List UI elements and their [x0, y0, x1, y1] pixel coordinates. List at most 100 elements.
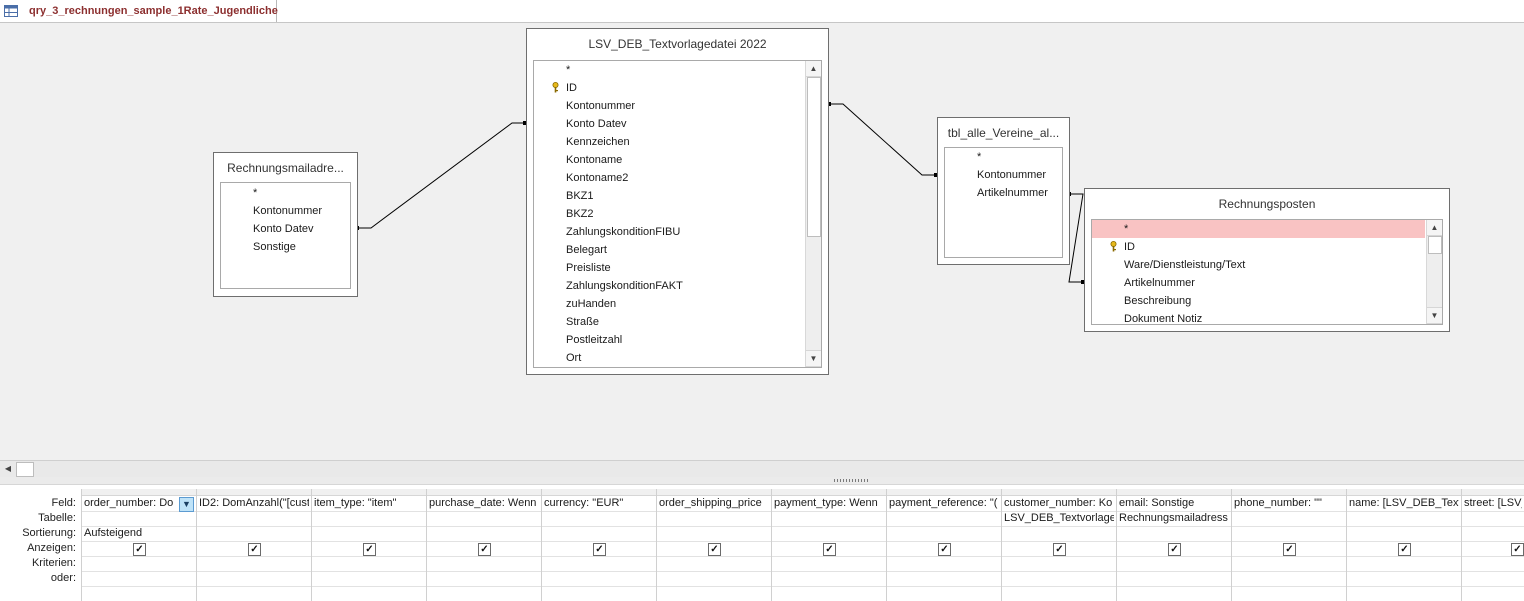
table-tbl-alle-vereine[interactable]: tbl_alle_Vereine_al... * Kontonummer Art… — [937, 117, 1070, 265]
cell-sortierung[interactable] — [774, 526, 884, 541]
field-item[interactable]: Kontonummer — [977, 169, 1047, 181]
field-item[interactable]: Konto Datev — [253, 223, 314, 235]
query-tab[interactable]: qry_3_rechnungen_sample_1Rate_Jugendlich… — [0, 0, 278, 22]
cell-sortierung[interactable] — [1119, 526, 1229, 541]
cell-tabelle[interactable] — [544, 511, 654, 526]
field-item[interactable]: Konto Datev — [566, 118, 627, 130]
table-rechnungsmailadressen[interactable]: Rechnungsmailadre... * Kontonummer Konto… — [213, 152, 358, 297]
cell-tabelle[interactable] — [314, 511, 424, 526]
show-checkbox[interactable]: ✓ — [1283, 543, 1296, 556]
grid-column[interactable]: email: Sonstige Rechnungsmailadress ✓ — [1116, 489, 1231, 601]
field-item[interactable]: * — [566, 64, 571, 76]
field-item[interactable]: ID — [534, 79, 804, 97]
column-selector[interactable] — [1002, 489, 1116, 496]
scroll-left-arrow-icon[interactable]: ◀ — [4, 464, 12, 473]
column-selector[interactable] — [427, 489, 541, 496]
table-rechnungsposten[interactable]: Rechnungsposten * ID Ware/Dienstleistung… — [1084, 188, 1450, 332]
field-item[interactable]: Belegart — [566, 244, 607, 256]
column-selector[interactable] — [542, 489, 656, 496]
field-item[interactable]: Artikelnummer — [977, 187, 1048, 199]
cell-sortierung[interactable] — [659, 526, 769, 541]
grid-column[interactable]: ID2: DomAnzahl("[cust ✓ — [196, 489, 311, 601]
show-checkbox[interactable]: ✓ — [1398, 543, 1411, 556]
column-selector[interactable] — [1462, 489, 1524, 496]
field-item[interactable]: Kontonummer — [253, 205, 323, 217]
pane-splitter[interactable] — [0, 477, 1524, 485]
field-item[interactable]: Kontoname2 — [566, 172, 629, 184]
field-item[interactable]: Straße — [566, 316, 600, 328]
cell-sortierung[interactable] — [544, 526, 654, 541]
cell-sortierung[interactable] — [1349, 526, 1459, 541]
field-item[interactable]: BKZ2 — [566, 208, 594, 220]
scroll-thumb[interactable] — [16, 462, 34, 477]
field-item[interactable]: Ware/Dienstleistung/Text — [1124, 259, 1246, 271]
column-selector[interactable] — [82, 489, 196, 496]
scroll-thumb[interactable] — [1428, 236, 1442, 254]
show-checkbox[interactable]: ✓ — [133, 543, 146, 556]
cell-feld[interactable]: item_type: "item" — [314, 497, 397, 509]
grid-column[interactable]: purchase_date: Wenn ✓ — [426, 489, 541, 601]
show-checkbox[interactable]: ✓ — [363, 543, 376, 556]
cell-sortierung[interactable] — [1004, 526, 1114, 541]
cell-tabelle[interactable]: LSV_DEB_Textvorlaged — [1004, 512, 1114, 524]
grid-column[interactable]: currency: "EUR" ✓ — [541, 489, 656, 601]
cell-tabelle[interactable] — [429, 511, 539, 526]
field-item[interactable]: Dokument Notiz — [1124, 313, 1203, 325]
cell-feld[interactable]: payment_reference: "( — [889, 497, 998, 509]
cell-tabelle[interactable] — [199, 511, 309, 526]
cell-tabelle[interactable]: Rechnungsmailadress — [1119, 512, 1228, 524]
show-checkbox[interactable]: ✓ — [938, 543, 951, 556]
column-selector[interactable] — [1232, 489, 1346, 496]
field-item[interactable]: Kontoname — [566, 154, 623, 166]
field-item[interactable]: Preisliste — [566, 262, 611, 274]
cell-feld[interactable]: order_number: Do — [84, 497, 174, 509]
column-selector[interactable] — [887, 489, 1001, 496]
field-item[interactable]: Postleitzahl — [566, 334, 623, 346]
show-checkbox[interactable]: ✓ — [1511, 543, 1524, 556]
show-checkbox[interactable]: ✓ — [593, 543, 606, 556]
field-list[interactable]: * ID Ware/Dienstleistung/Text Artikelnum… — [1091, 219, 1443, 325]
show-checkbox[interactable]: ✓ — [1053, 543, 1066, 556]
cell-sortierung[interactable] — [1464, 526, 1522, 541]
cell-feld[interactable]: customer_number: Ko — [1004, 497, 1113, 509]
scroll-up-arrow-icon[interactable]: ▲ — [806, 61, 821, 77]
vertical-scrollbar[interactable]: ▲ ▼ — [805, 61, 821, 367]
column-selector[interactable] — [772, 489, 886, 496]
cell-feld[interactable]: name: [LSV_DEB_Textv — [1349, 497, 1459, 509]
cell-sortierung[interactable] — [314, 526, 424, 541]
show-checkbox[interactable]: ✓ — [823, 543, 836, 556]
scroll-up-arrow-icon[interactable]: ▲ — [1427, 220, 1442, 236]
grid-column[interactable]: payment_reference: "( ✓ — [886, 489, 1001, 601]
cell-sortierung[interactable] — [199, 526, 309, 541]
show-checkbox[interactable]: ✓ — [708, 543, 721, 556]
column-selector[interactable] — [197, 489, 311, 496]
grid-column[interactable]: item_type: "item" ✓ — [311, 489, 426, 601]
field-item[interactable]: Beschreibung — [1124, 295, 1192, 307]
horizontal-scrollbar[interactable]: ◀ — [0, 460, 1524, 478]
cell-feld[interactable]: order_shipping_price — [659, 497, 762, 509]
show-checkbox[interactable]: ✓ — [1168, 543, 1181, 556]
field-list[interactable]: * Kontonummer Konto Datev Sonstige — [220, 182, 351, 289]
field-item[interactable]: Sonstige — [253, 241, 296, 253]
cell-sortierung[interactable] — [429, 526, 539, 541]
cell-feld[interactable]: payment_type: Wenn — [774, 497, 878, 509]
field-item[interactable]: ID — [1092, 238, 1425, 256]
show-checkbox[interactable]: ✓ — [248, 543, 261, 556]
grid-column[interactable]: phone_number: "" ✓ — [1231, 489, 1346, 601]
cell-sortierung[interactable] — [1234, 526, 1344, 541]
cell-feld[interactable]: email: Sonstige — [1119, 497, 1195, 509]
cell-tabelle[interactable] — [889, 511, 999, 526]
cell-tabelle[interactable] — [659, 511, 769, 526]
scroll-down-arrow-icon[interactable]: ▼ — [806, 350, 821, 367]
dropdown-arrow-icon[interactable]: ▼ — [179, 497, 194, 512]
cell-feld[interactable]: ID2: DomAnzahl("[cust — [199, 497, 309, 509]
table-lsv-deb-textvorlagedatei[interactable]: LSV_DEB_Textvorlagedatei 2022 * ID Konto… — [526, 28, 829, 375]
column-selector[interactable] — [1347, 489, 1461, 496]
field-list[interactable]: * ID Kontonummer Konto Datev Kennzeichen… — [533, 60, 822, 368]
cell-tabelle[interactable] — [1349, 511, 1459, 526]
field-item[interactable]: ZahlungskonditionFAKT — [566, 280, 683, 292]
field-item[interactable]: * — [977, 151, 982, 163]
field-item[interactable]: ZahlungskonditionFIBU — [566, 226, 681, 238]
cell-feld[interactable]: currency: "EUR" — [544, 497, 624, 509]
field-item[interactable]: Kontonummer — [566, 100, 636, 112]
